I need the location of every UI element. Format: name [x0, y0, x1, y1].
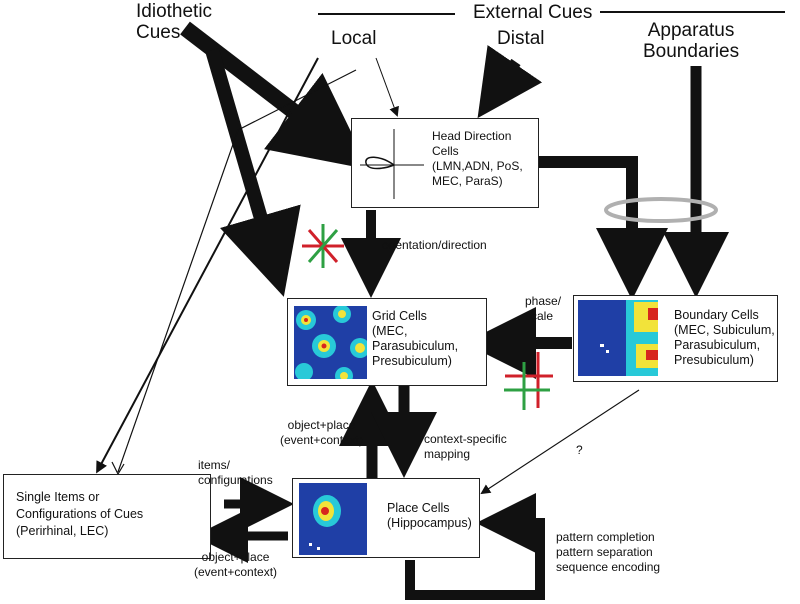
polar-plot-icon	[360, 129, 424, 199]
local-to-head-direction-arrow	[375, 57, 399, 117]
context-specific-label: context-specific mapping	[424, 432, 507, 461]
orientation-direction-label: orientation/direction	[382, 238, 487, 252]
boundary-cells-box: Boundary Cells (MEC, Subiculum, Parasubi…	[573, 295, 778, 382]
head-direction-label: Head Direction Cells (LMN,ADN, PoS, MEC,…	[432, 129, 523, 188]
grid-cells-label: Grid Cells (MEC, Parasubiculum, Presubic…	[372, 309, 459, 368]
distal-to-single-items-arrowhead	[111, 461, 125, 476]
head-direction-to-boundary-arrow	[536, 156, 668, 300]
boundary-cells-label: Boundary Cells (MEC, Subiculum, Parasubi…	[674, 308, 775, 367]
distal-to-single-items-line	[117, 69, 357, 473]
place-cell-ratemap	[299, 483, 367, 555]
pattern-label: pattern completion pattern separation se…	[556, 530, 661, 574]
cross-lower	[504, 352, 553, 410]
external-cues-label: External Cues	[473, 2, 593, 23]
idiothetic-cues-label: Idiothetic Cues	[136, 1, 213, 43]
items-configurations-label: items/ configurations	[198, 458, 273, 487]
boundary-to-place-arrow	[480, 389, 640, 495]
boundary-cell-ratemap	[578, 300, 658, 376]
phase-scale-label: phase/ scale	[525, 294, 562, 323]
question-mark-label: ?	[576, 443, 583, 457]
single-items-label: Single Items or Configurations of Cues (…	[16, 490, 144, 538]
idiothetic-to-head-direction-arrow	[180, 21, 370, 170]
object-place-up-label: object+place (event+context)	[280, 418, 364, 447]
apparatus-boundaries-label: Apparatus Boundaries	[643, 20, 740, 62]
grid-cells-box: Grid Cells (MEC, Parasubiculum, Presubic…	[287, 298, 487, 386]
object-place-left-label: object+place (event+context)	[194, 550, 278, 579]
single-items-box: Single Items or Configurations of Cues (…	[3, 474, 211, 559]
place-cells-label: Place Cells (Hippocampus)	[387, 501, 472, 530]
distal-label: Distal	[497, 28, 545, 49]
local-label: Local	[331, 28, 377, 49]
grey-ring	[604, 197, 718, 223]
idiothetic-to-single-items-arrow	[96, 57, 319, 474]
head-direction-box: Head Direction Cells (LMN,ADN, PoS, MEC,…	[351, 118, 539, 208]
cross-upper	[302, 224, 344, 268]
grid-cell-ratemap	[294, 306, 367, 379]
idiothetic-to-grid-arrow	[205, 48, 301, 297]
place-recurrent-loop-arrow	[405, 493, 545, 600]
place-cells-box: Place Cells (Hippocampus)	[292, 478, 480, 558]
distal-to-head-direction-arrow	[477, 45, 543, 119]
